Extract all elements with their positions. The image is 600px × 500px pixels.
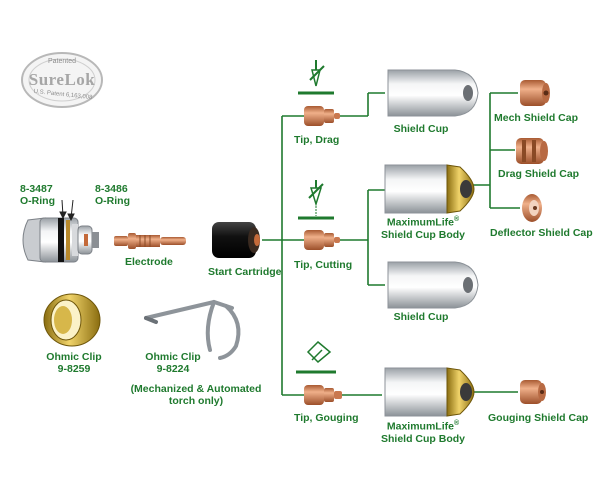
tip-gouging-image — [304, 385, 342, 405]
maxlife-cup-mid-label: MaximumLife® Shield Cup Body — [378, 214, 468, 241]
deflector-shield-cap-image — [522, 194, 542, 222]
gouging-icon — [296, 340, 336, 374]
logo-top-text: Patented — [47, 58, 77, 65]
tip-drag-label: Tip, Drag — [294, 134, 340, 146]
mech-shield-cap-label: Mech Shield Cap — [494, 112, 579, 124]
ohmic-clip-b-label: Ohmic Clip 9-8224 — [140, 351, 206, 375]
ohmic-clip-b-note: (Mechanized & Automated torch only) — [130, 383, 262, 407]
tip-drag-image — [304, 106, 340, 126]
maxlife-bot-name: MaximumLife — [386, 420, 454, 433]
oring-a-name: O-Ring — [20, 195, 55, 207]
ohmic-clip-wire-image — [144, 299, 241, 360]
mech-shield-cap-image — [520, 80, 550, 106]
logo-brand-text: SureLok — [28, 70, 96, 89]
start-cartridge-image — [212, 222, 260, 258]
tip-cutting-label: Tip, Cutting — [294, 259, 353, 271]
ohmic-clip-a-name: Ohmic Clip — [46, 351, 102, 363]
maxlife-mid-subname: Shield Cup Body — [381, 228, 465, 241]
standoff-cut-icon — [298, 180, 334, 220]
oring-assembly-image — [22, 217, 99, 263]
oring-arrows — [59, 199, 75, 222]
maxlife-cup-bottom-label: MaximumLife® Shield Cup Body — [378, 418, 468, 445]
drag-shield-cap-label: Drag Shield Cap — [498, 168, 580, 180]
gouging-shield-cap-image — [520, 380, 546, 404]
maxlife-mid-name: MaximumLife — [386, 216, 454, 229]
gouging-shield-cap-label: Gouging Shield Cap — [488, 412, 589, 424]
drag-cut-icon — [298, 60, 334, 95]
maxlife-cup-mid-image — [384, 164, 475, 214]
oring-b-name: O-Ring — [95, 195, 130, 207]
maxlife-bot-subname: Shield Cup Body — [381, 432, 465, 445]
electrode-image — [114, 233, 186, 249]
oring-b-part-number: 8-3486 — [95, 183, 128, 195]
connector-lines — [262, 92, 520, 396]
oring-a-part-number: 8-3487 — [20, 183, 53, 195]
tip-gouging-label: Tip, Gouging — [294, 412, 359, 424]
start-cartridge-label: Start Cartridge — [208, 266, 282, 278]
surelok-logo — [21, 52, 103, 108]
oring-a-label: 8-3487 O-Ring — [20, 183, 55, 207]
shield-cup-top-image — [387, 69, 479, 117]
registered-mark: ® — [453, 216, 460, 223]
registered-mark: ® — [453, 420, 460, 427]
shield-cup-top-label: Shield Cup — [393, 123, 449, 135]
ohmic-clip-a-label: Ohmic Clip 9-8259 — [44, 351, 104, 375]
shield-cup-bottom-image — [387, 261, 479, 309]
ohmic-clip-a-part-number: 9-8259 — [57, 363, 91, 375]
oring-b-label: 8-3486 O-Ring — [95, 183, 130, 207]
ohmic-clip-b-part-number: 9-8224 — [156, 363, 190, 375]
ohmic-clip-ring-image — [43, 293, 101, 347]
drag-shield-cap-image — [516, 138, 548, 164]
tip-cutting-image — [304, 230, 340, 250]
electrode-label: Electrode — [125, 256, 173, 268]
ohmic-clip-b-name: Ohmic Clip — [145, 351, 201, 363]
maxlife-cup-bottom-image — [384, 367, 475, 417]
shield-cup-bottom-label: Shield Cup — [393, 311, 449, 323]
deflector-shield-cap-label: Deflector Shield Cap — [490, 227, 593, 239]
